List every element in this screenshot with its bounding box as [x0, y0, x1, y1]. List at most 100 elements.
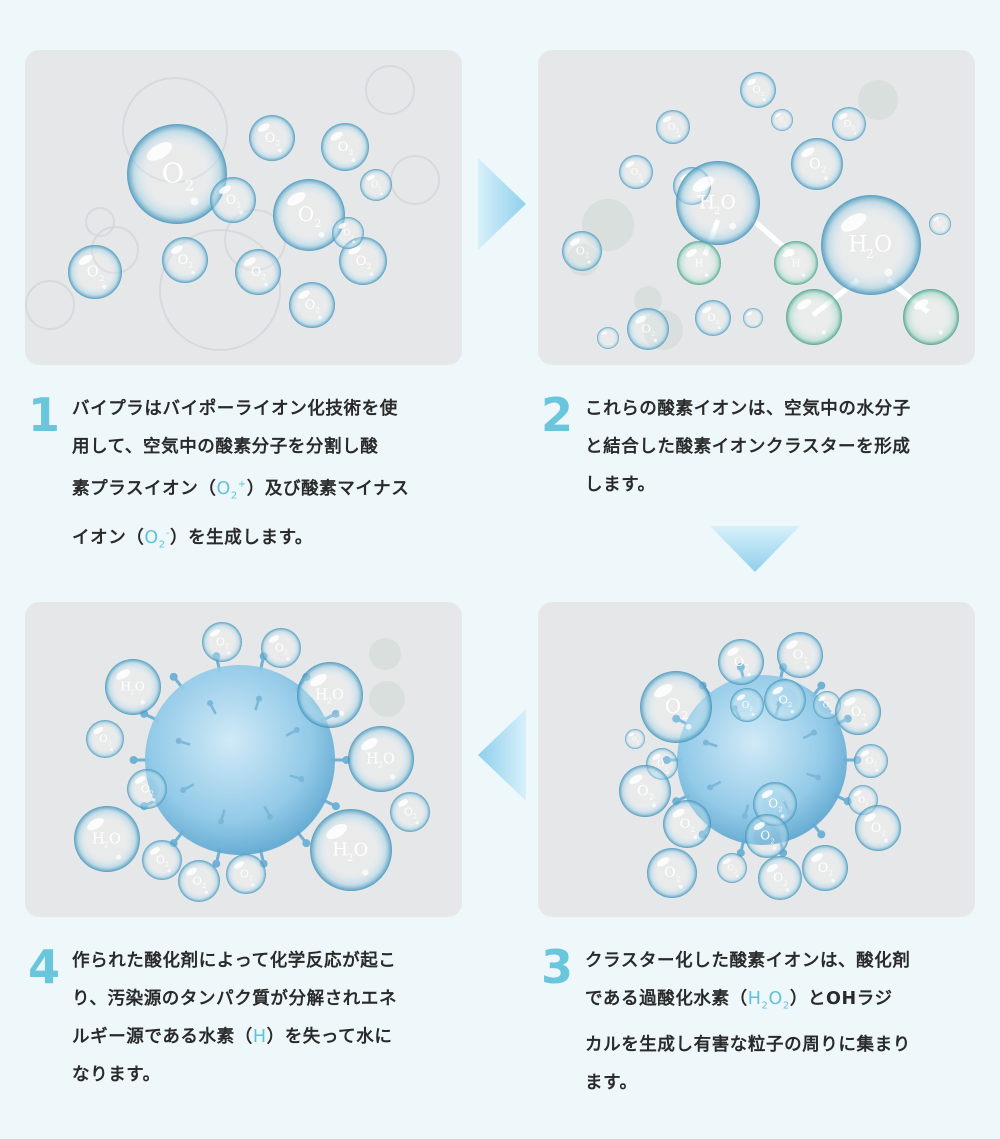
svg-text:2: 2: [165, 862, 169, 869]
step-3-number: 3: [541, 940, 574, 994]
svg-text:2: 2: [347, 853, 353, 864]
svg-text:2: 2: [761, 92, 764, 98]
h2o2-formula: H2O2: [747, 989, 790, 1012]
svg-text:2: 2: [130, 688, 134, 696]
arrow-down-icon: [710, 526, 800, 572]
empty-bubble: [903, 289, 959, 345]
svg-text:O: O: [193, 873, 202, 887]
svg-text:2: 2: [861, 714, 865, 722]
svg-text:2: 2: [314, 217, 321, 230]
step-3-description: クラスター化した酸素イオンは、酸化剤 である過酸化水素（H2O2）とOHラジ カ…: [585, 951, 911, 1093]
svg-text:O: O: [742, 700, 750, 711]
svg-text:2: 2: [881, 830, 885, 838]
svg-text:2: 2: [261, 274, 265, 282]
svg-text:2: 2: [676, 129, 679, 135]
svg-text:O: O: [162, 157, 185, 189]
svg-text:2: 2: [676, 874, 681, 883]
svg-text:2: 2: [691, 825, 696, 834]
svg-text:2: 2: [585, 253, 589, 260]
svg-text:O: O: [343, 229, 350, 239]
svg-text:O: O: [779, 117, 784, 124]
svg-text:2: 2: [734, 869, 737, 875]
svg-text:2: 2: [778, 805, 782, 813]
svg-text:O: O: [216, 635, 225, 648]
svg-text:H: H: [92, 831, 105, 847]
svg-text:2: 2: [716, 320, 719, 326]
svg-text:O: O: [866, 756, 874, 767]
svg-text:O: O: [298, 203, 314, 226]
svg-text:O: O: [874, 233, 892, 258]
svg-text:2: 2: [104, 841, 109, 850]
svg-text:O: O: [631, 167, 639, 178]
svg-text:2: 2: [681, 709, 688, 722]
o2-minus-formula: O2-: [144, 528, 170, 551]
svg-text:O: O: [642, 321, 651, 335]
hydrogen-bubble: H: [677, 241, 721, 285]
svg-text:2: 2: [378, 186, 381, 192]
svg-text:2: 2: [788, 702, 792, 709]
svg-text:O: O: [665, 695, 681, 718]
svg-text:H: H: [699, 193, 715, 214]
svg-text:2: 2: [249, 876, 253, 883]
svg-text:O: O: [141, 782, 150, 795]
svg-text:O: O: [734, 654, 744, 669]
svg-text:O: O: [844, 119, 852, 130]
svg-text:O: O: [793, 647, 803, 662]
svg-text:2: 2: [275, 140, 279, 148]
svg-text:O: O: [135, 680, 145, 694]
svg-text:O: O: [251, 264, 261, 279]
step-1-number: 1: [28, 388, 61, 442]
svg-text:O: O: [332, 687, 344, 703]
svg-text:2: 2: [821, 166, 826, 175]
svg-text:2: 2: [315, 307, 319, 315]
svg-text:O: O: [871, 820, 881, 835]
svg-text:H: H: [315, 687, 328, 703]
svg-text:2: 2: [349, 148, 354, 157]
svg-text:2: 2: [829, 706, 832, 711]
step-4-description: 作られた酸化剤によって化学反応が起こ り、汚染源のタンパク質が分解されエネ ルギ…: [72, 951, 398, 1085]
svg-text:O: O: [404, 805, 413, 818]
svg-text:O: O: [768, 797, 778, 811]
svg-text:2: 2: [784, 121, 786, 125]
svg-text:2: 2: [413, 814, 417, 821]
svg-text:O: O: [727, 862, 734, 872]
svg-text:O: O: [87, 262, 99, 280]
svg-text:O: O: [668, 122, 676, 133]
hydrogen-bubble: H: [774, 241, 818, 285]
svg-text:2: 2: [803, 657, 807, 665]
svg-text:2: 2: [236, 202, 240, 210]
svg-text:O: O: [779, 692, 788, 706]
